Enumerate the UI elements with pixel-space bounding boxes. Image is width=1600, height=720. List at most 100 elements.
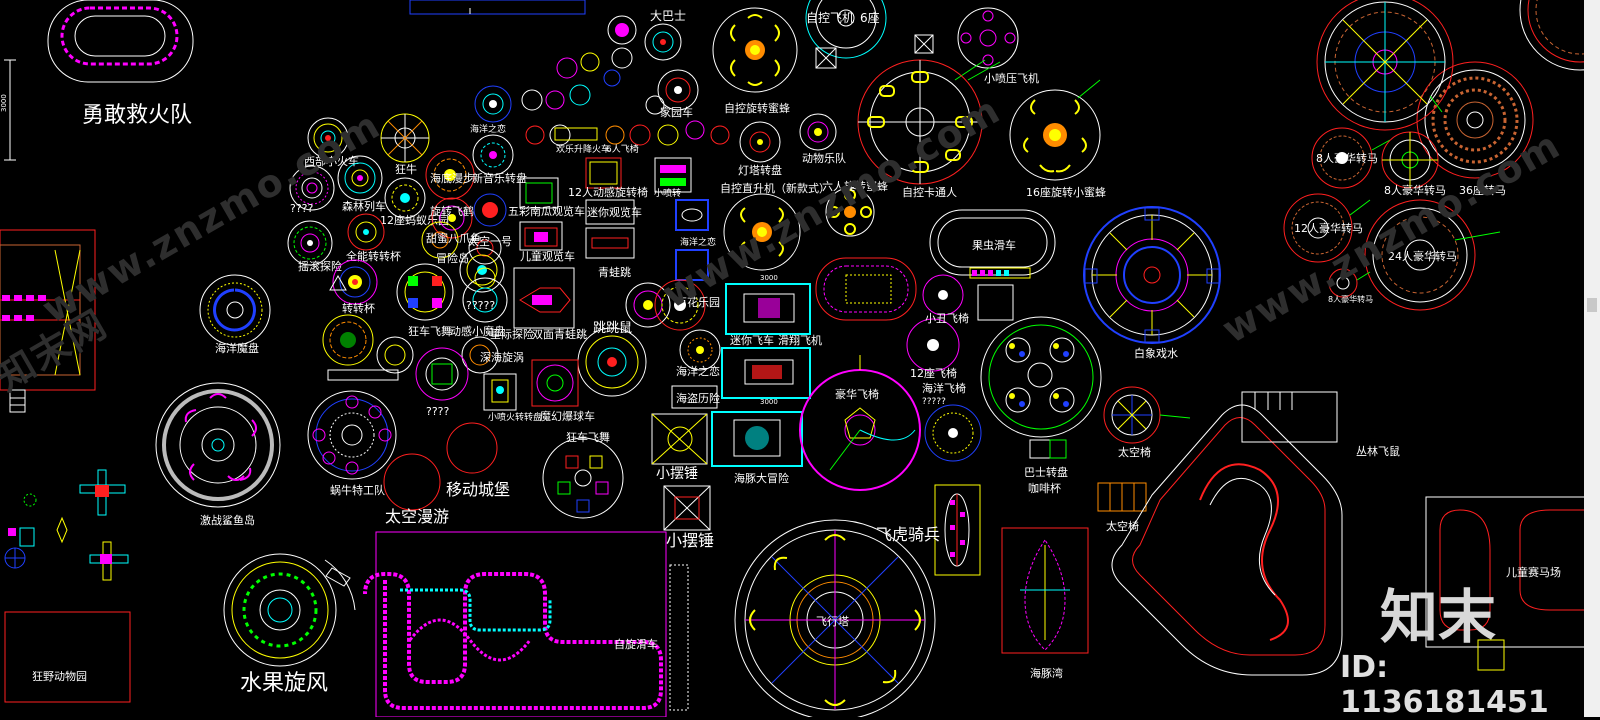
ride-flight-tower [734,519,936,717]
ocean-disc-label: 海洋魔盘 [215,341,259,355]
ride-sea-swing [924,404,982,462]
vertical-scrollbar[interactable] [1584,0,1600,717]
ride-shark-island [155,382,281,508]
ride-star-explore [322,274,414,381]
ride-small-pendulum [651,413,711,531]
8-carousel-label-b: 8人豪华转马 [1384,183,1446,197]
ride-space-chair [1097,386,1191,512]
sweet-octopus-label: 甜蜜八爪鱼 [426,231,481,245]
12-swing-label: 12座飞椅 [910,366,957,380]
ride-crazy-bull [380,113,430,163]
six-bee-label: 六人旋转蜜蜂 [822,179,888,193]
crazy-car-label: 狂车飞舞 [408,324,452,338]
pumpkin-wheel-label: 五彩南瓜观览车 [508,204,585,218]
moving-castle-label: 移动城堡 [446,480,510,499]
rotating-crane-label: 旋转飞鹤 [430,204,474,218]
self-control-heli-label: 自控直升机（新款式） [720,181,830,195]
16-bee-label: 16座旋转小蜜蜂 [1026,185,1106,199]
pirate-adventure-label: 海盗历险 [676,391,720,405]
flight-tower-label: 飞行塔 [816,615,849,628]
pirate-box [671,385,718,409]
space-roam-label: 太空漫游 [385,507,449,526]
ride-big-bus [607,15,682,61]
ride-12-carousel [1283,193,1371,263]
ride-magic-ball [531,359,579,407]
ride-sweet-octopus [421,221,459,259]
kids-wheel-label: 儿童观览车 [520,249,575,263]
allround-cup-label: 全能转转杯 [346,249,401,263]
ride-space-one [459,231,505,293]
kids-racecourse-label: 儿童赛马场 [1506,565,1561,579]
wild-zoo-label: 狂野动物园 [32,669,87,683]
small-pendulum-label: 小摆锤 [656,466,698,482]
self-control-plane-label: 自控飞机 [806,11,854,25]
ride-mini-coaster [711,283,811,467]
ride-16-bee [1009,79,1101,181]
ride-west-train [307,117,349,159]
lighthouse-label: 灯塔转盘 [738,163,782,177]
ride-mini-wheel [585,157,635,225]
ride-36-carousel [1416,61,1534,179]
ride-8-carousel-b [1381,131,1439,189]
unknown-label-1: ???? [290,202,314,215]
scrollbar-thumb[interactable] [1587,298,1597,312]
brand-logo: 知末 [1380,583,1497,651]
turn-cup-label: 转转杯 [342,301,375,315]
ride-snail-agents [307,390,397,480]
adventure-island-label: 冒险岛 [436,251,469,265]
ride-24-carousel [1364,199,1501,311]
ride-pumpkin-wheel [473,177,559,227]
ride-mini-spray [654,157,692,193]
ride-rotating-swing [287,220,333,266]
ride-homeland-car [657,69,699,111]
small-pendulum-label-2: 小摆锤 [666,531,714,550]
snail-agents-label: 蜗牛特工队 [330,483,385,497]
new-music-label: 新音乐转盘 [472,171,527,185]
ride-frog-jump [585,227,635,259]
happy-train-label: 欢乐升降火车 [556,143,610,155]
ride-deep-sea-vortex [461,336,499,374]
double-frog-label: 双面青蛙跳 [532,327,587,341]
ride-crazy-car [396,263,454,321]
ride-heli-wheel [723,193,801,271]
36-carousel-label: 36座转马 [1459,183,1506,197]
ride-unknown-1 [289,165,335,211]
ride-unknown-3 [415,347,469,401]
ride-clown-swing [906,274,964,372]
fire-brigade-track [47,0,194,83]
ride-question [462,267,508,323]
mini-wheel-label: 迷你观览车 [587,205,642,219]
rock-adventure-label: 摇滚探险 [298,259,342,273]
ride-oval-pink [815,257,917,321]
ride-kids-wheel [519,221,563,251]
ride-blue-boxes [675,199,709,281]
dimension-label: 3000 [0,94,8,112]
seabed-walk-label: 海底漫步 [430,171,474,185]
six-swing-label: 6人飞椅 [606,143,639,155]
shark-island-label: 激战鲨鱼岛 [200,513,255,527]
glider-label: 滑翔飞机 [778,333,822,347]
ride-lighthouse-turntable [739,121,781,163]
ride-ant-park [384,177,426,219]
self-spin-coaster [363,531,689,717]
ride-hundred-flowers [654,279,706,331]
small-rides-bottom-left [4,469,129,581]
resource-id: ID: 1136181451 [1340,650,1549,720]
dolphin-bay-label: 海豚湾 [1030,666,1063,680]
self-control-cartoon-label: 自控卡通人 [902,185,957,199]
flying-tiger-label: 飞虎骑兵 [876,525,940,544]
unknown-label-4: ????? [922,397,946,407]
ride-jungle-flyer [1111,391,1343,676]
jumping-mouse-label: 跳跳鼠 [593,321,632,336]
deep-sea-vortex-label: 深海旋涡 [480,350,524,364]
ride-rotating-crane [431,197,473,239]
ride-flying-tiger [934,484,981,576]
ride-fruit-bug-coaster [929,209,1056,321]
fruit-whirlwind-label: 水果旋风 [240,671,328,696]
ride-allround-cup [347,213,385,251]
ride-8-carousel-small [1328,268,1371,298]
unknown-label-3: ???? [426,405,450,418]
ride-self-control-cartoon [857,59,1001,185]
ride-turn-cup [332,259,378,305]
